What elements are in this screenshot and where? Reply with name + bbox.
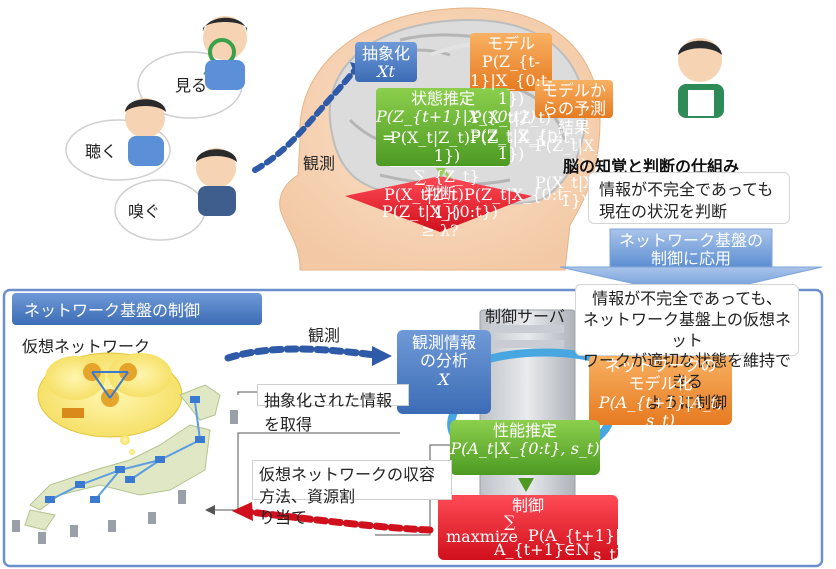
analysis-line2: の分析 bbox=[419, 351, 468, 371]
state-estimation-text: 状態推定 P(Z_{t+1}|X_{0:t}) P(X_t|Z_t)P(Z_t|… bbox=[376, 89, 575, 223]
server-note-line2: ネットワーク基盤上の仮想ネット bbox=[582, 309, 791, 350]
modeling-box bbox=[589, 355, 732, 425]
abstraction-var: Xt bbox=[377, 62, 395, 82]
server-note-box: 情報が不完全であっても、 ネットワーク基盤上の仮想ネット ワークが適切な状態を維… bbox=[575, 284, 799, 412]
vnet-note-box: 仮想ネットワークの収容方法、資源割 り当て bbox=[252, 460, 452, 527]
analysis-text: 観測情報 の分析 X bbox=[397, 333, 491, 389]
abstract-info-text: 抽象化された情報を取得 bbox=[264, 391, 393, 434]
model-title: モデル bbox=[486, 34, 535, 53]
modeling-expr: P(A_{t+1}|A_t, s_t) bbox=[598, 392, 723, 431]
control-box bbox=[438, 495, 618, 560]
observe-arrow-top bbox=[252, 67, 358, 173]
prediction-box bbox=[535, 80, 613, 118]
control-text: 制御 maxmize ∑ A_{t+1}∈N P(A_{t+1}|X_{0:t}… bbox=[438, 496, 687, 563]
analysis-line1: 観測情報 bbox=[411, 333, 476, 352]
state-estimation-title: 状態推定 bbox=[410, 89, 475, 108]
brain-note-line1: 情報が不完全であっても bbox=[599, 180, 774, 199]
abstraction-title: 抽象化 bbox=[361, 44, 410, 63]
model-box bbox=[470, 33, 552, 91]
brain-mechanism-title: 脳の知覚と判断の仕組み bbox=[563, 157, 740, 176]
control-sum-subscript: A_{t+1}∈N bbox=[494, 540, 590, 560]
performance-expr: P(A_t|X_{0:t}, s_t) bbox=[450, 439, 600, 459]
control-server-label: 制御サーバ bbox=[485, 307, 565, 326]
analysis-box bbox=[397, 330, 491, 414]
observe-arrow-bottom bbox=[224, 345, 379, 362]
section-title: ネットワーク基盤の制御 bbox=[24, 301, 201, 320]
sense-hear-label: 聴く bbox=[85, 142, 118, 161]
state-estimation-box bbox=[376, 88, 510, 166]
person-smelling-icon bbox=[196, 148, 237, 216]
vnet-note-line2: り当て bbox=[259, 508, 308, 528]
prediction-line-1: P(Z_t|X_{0:t-1}) bbox=[535, 136, 640, 174]
modeling-text: ネットワークの モデル化 P(A_{t+1}|A_t, s_t) bbox=[589, 356, 732, 431]
server-note-line3: ワークが適切な状態を維持できる bbox=[582, 351, 791, 392]
person-listening-icon bbox=[125, 98, 166, 166]
equals-sign: = bbox=[382, 128, 396, 147]
japan-network-map bbox=[12, 384, 238, 544]
modeling-line1: ネットワークの bbox=[604, 356, 717, 375]
model-line-1: P(Z_{t-1}|X_{0:t-1}) bbox=[470, 52, 553, 109]
model-box-text: モデル P(Z_{t-1}|X_{0:t-1}) P(X_t|Z_t) P(Z_… bbox=[470, 34, 560, 164]
modeling-line2: モデル化 bbox=[628, 374, 693, 394]
shopkeeper-icon bbox=[678, 38, 724, 118]
control-expr: maxmize ∑ A_{t+1}∈N P(A_{t+1}|X_{0:t}, s… bbox=[438, 512, 687, 563]
sense-see-label: 見る bbox=[175, 76, 208, 95]
judgement-text: 判断 P(Z_t|X_{0:t}) ≥ λ? bbox=[380, 184, 500, 240]
server-note-line4: ように制御 bbox=[646, 392, 727, 412]
sum-symbol: ∑ bbox=[504, 512, 516, 532]
virtual-network-cloud bbox=[37, 352, 183, 438]
control-expr-prefix: maxmize bbox=[446, 527, 518, 547]
judgement-title: 判断 bbox=[423, 184, 456, 203]
section-title-box bbox=[12, 293, 262, 325]
judgement-expr: P(Z_t|X_{0:t}) ≥ λ? bbox=[382, 202, 498, 240]
observe-label-bottom: 観測 bbox=[308, 326, 341, 345]
brain-note-line2: 現在の状況を判断 bbox=[599, 202, 728, 222]
bottom-frame bbox=[2, 288, 824, 568]
performance-text: 性能推定 P(A_t|X_{0:t}, s_t) bbox=[450, 421, 600, 459]
person-looking-icon bbox=[203, 16, 247, 90]
apply-arrow-line2: 制御に応用 bbox=[650, 249, 731, 269]
abstraction-box bbox=[355, 42, 417, 82]
sense-smell-label: 嗅ぐ bbox=[128, 202, 161, 221]
state-estimation-line1: P(Z_{t+1}|X_{0:t}) bbox=[376, 107, 536, 127]
state-estimation-denominator: ∑_{Z_t} P(X_t|Z_t)P(Z_t|X_{0:t-1}) bbox=[384, 166, 569, 223]
model-line-3: P(Z_t|Z_{t-1}) bbox=[470, 125, 560, 164]
virtual-network-label: 仮想ネットワーク bbox=[22, 337, 151, 356]
vnet-note-line1: 仮想ネットワークの収容方法、資源割 bbox=[259, 465, 436, 506]
observe-label-top: 観測 bbox=[303, 154, 336, 173]
control-arrow bbox=[246, 508, 434, 534]
apply-arrow-text: ネットワーク基盤の 制御に応用 bbox=[610, 231, 772, 269]
prediction-title: モデルからの予測結果 bbox=[541, 81, 606, 137]
apply-arrow bbox=[559, 228, 823, 298]
apply-arrow-line1: ネットワーク基盤の bbox=[618, 231, 763, 250]
performance-box bbox=[450, 420, 600, 475]
abstract-info-box: 抽象化された情報を取得 bbox=[257, 384, 409, 434]
model-line-2: P(X_t|Z_t) bbox=[470, 107, 551, 127]
brain-note-box: 情報が不完全であっても 現在の状況を判断 bbox=[588, 172, 790, 224]
judgement-diamond bbox=[345, 176, 532, 232]
abstraction-box-text: 抽象化 Xt bbox=[355, 44, 417, 82]
state-estimation-numerator: P(X_t|Z_t)P(Z_t|X_{0:t-1}) bbox=[390, 127, 575, 167]
server-note-line1: 情報が不完全であっても、 bbox=[592, 289, 782, 308]
analysis-var: X bbox=[438, 369, 450, 389]
control-expr-body: P(A_{t+1}|X_{0:t}, s_t) bbox=[528, 526, 688, 564]
performance-title: 性能推定 bbox=[492, 421, 557, 440]
control-title: 制御 bbox=[511, 496, 544, 515]
